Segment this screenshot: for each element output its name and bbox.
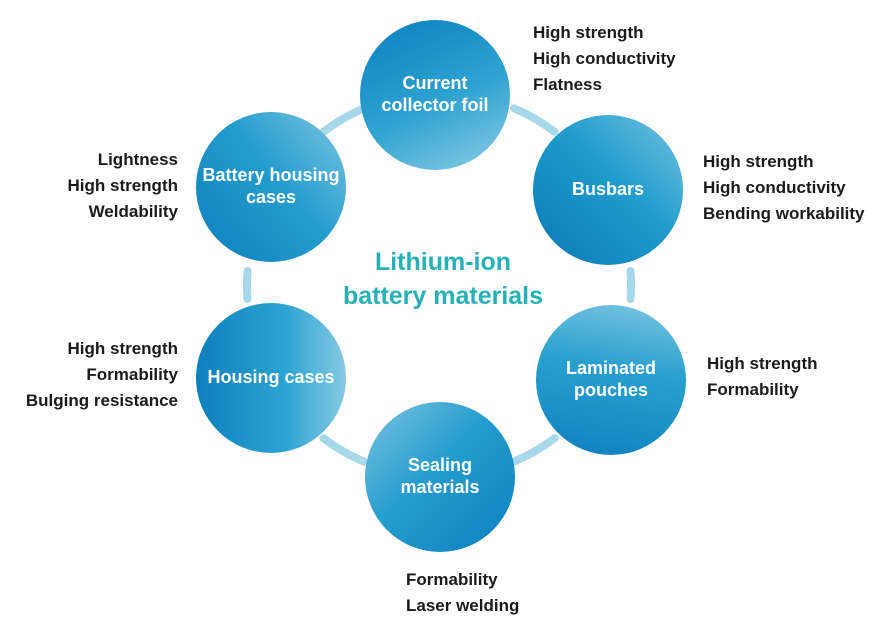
annotation-line: Lightness (97, 150, 178, 169)
annotation-line: High strength (533, 23, 644, 42)
annotation-line: Formability (406, 570, 498, 589)
node-label: Battery housing cases (202, 165, 340, 207)
node-current-collector-foil: Current collector foil (360, 20, 510, 170)
connector-line-right (626, 267, 636, 303)
annotation-line: Weldability (88, 202, 178, 221)
node-battery-housing-cases: Battery housing cases (196, 112, 346, 262)
annotation-line: Bulging resistance (25, 391, 178, 410)
node-label: Sealing materials (400, 455, 480, 497)
connector-line-top-right (510, 104, 559, 136)
annotation-line: Formability (86, 365, 178, 384)
node-housing-cases: Housing cases (196, 303, 346, 453)
node-laminated-pouches: Laminated pouches (536, 305, 686, 455)
annotation-line: High strength (67, 339, 179, 358)
diagram-title-line2: battery materials (342, 282, 544, 310)
annotation-battery-housing-cases: Lightness High strength Weldability (68, 147, 179, 225)
node-label: Laminated pouches (565, 358, 657, 400)
annotation-line: Laser welding (406, 596, 520, 615)
node-busbars: Busbars (533, 115, 683, 265)
annotation-line: High strength (67, 176, 179, 195)
annotation-housing-cases: High strength Formability Bulging resist… (26, 336, 178, 414)
annotation-line: High conductivity (703, 178, 846, 197)
annotation-line: High conductivity (533, 49, 676, 68)
annotation-current-collector-foil: High strength High conductivity Flatness (533, 20, 676, 98)
diagram-title: Lithium-ion battery materials (283, 245, 603, 313)
annotation-line: High strength (703, 152, 814, 171)
connector-line-top-left (319, 104, 368, 136)
connector-line-left (242, 267, 252, 303)
annotation-sealing-materials: Formability Laser welding (406, 567, 519, 619)
annotation-laminated-pouches: High strength Formability (707, 351, 818, 403)
connector-line-bottom-right (510, 434, 559, 466)
connector-line-bottom-left (319, 434, 368, 466)
annotation-busbars: High strength High conductivity Bending … (703, 149, 865, 227)
annotation-line: Flatness (533, 75, 602, 94)
node-label: Busbars (571, 179, 645, 200)
annotation-line: High strength (707, 354, 818, 373)
node-label: Housing cases (207, 367, 335, 388)
diagram-title-line1: Lithium-ion (374, 248, 512, 276)
node-sealing-materials: Sealing materials (365, 402, 515, 552)
node-label: Current collector foil (381, 73, 489, 115)
annotation-line: Bending workability (703, 204, 865, 223)
annotation-line: Formability (707, 380, 799, 399)
